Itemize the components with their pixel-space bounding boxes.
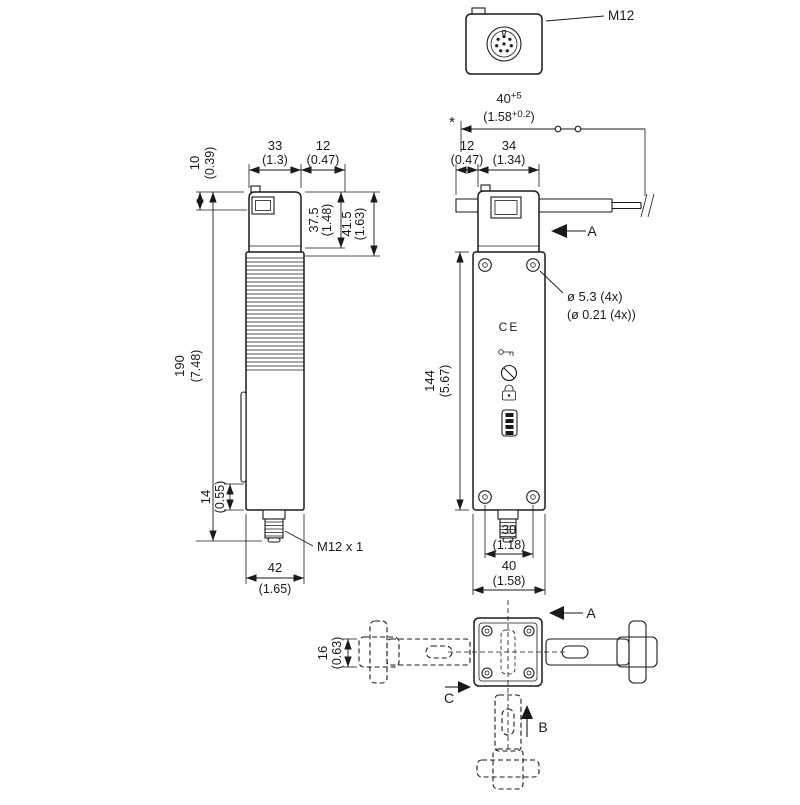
front-connector-thread-lines [500, 522, 516, 537]
front-head-window-inner [494, 200, 518, 215]
hole-note-mm: ø 5.3 (4x) [567, 289, 623, 304]
front-view: CE [422, 91, 655, 595]
actuator-right [545, 620, 658, 684]
side-head-window-inner [255, 200, 271, 211]
actuator-bottom [476, 694, 540, 790]
side-dimension-lines [196, 166, 378, 582]
dim-slot-offset-mm: 10 [187, 156, 202, 170]
m12-pins [495, 34, 513, 53]
dim-bottom-mm: 14 [198, 490, 213, 504]
m12-plug-face-inner [490, 30, 518, 58]
dim-depth-mm: 42 [268, 560, 282, 575]
dim-head-width-in: (1.3) [262, 153, 288, 167]
side-head-window [251, 196, 275, 215]
dim-head-width-mm: 33 [268, 138, 282, 153]
front-connector-tip [502, 537, 514, 543]
side-body-ribs [246, 257, 304, 367]
m12-leader-line [545, 15, 605, 22]
dim-slot-depth-mm: 12 [316, 138, 330, 153]
dim-front-head-width-mm: 34 [502, 138, 516, 153]
head-tab [250, 185, 261, 193]
footnote-asterisk: * [449, 114, 455, 131]
approach-b-label: B [538, 719, 547, 735]
padlock-icon [502, 384, 516, 401]
side-extension-lines [196, 164, 380, 584]
m12-label: M12 [608, 8, 634, 23]
side-view: 33 (1.3) 12 (0.47) 10 (0.39) 190 (7.48) … [172, 138, 380, 596]
side-connector-thread-lines [265, 521, 283, 537]
front-dimension-lines [456, 125, 645, 594]
dim-total-height-mm: 190 [172, 355, 187, 377]
dim-body-width-in: (1.58) [493, 574, 526, 588]
dim-total-height-in: (7.48) [189, 350, 203, 383]
dim-front-head-width-in: (1.34) [493, 153, 526, 167]
actuator-left [358, 620, 471, 684]
dim-actuator-in: (0.63) [330, 637, 344, 670]
dim-offset-mm: 12 [460, 138, 474, 153]
dim-head-height-in: (1.48) [320, 204, 334, 237]
top-view-screws [481, 625, 535, 679]
dim-head-total-in: (1.63) [353, 208, 367, 241]
front-extension-lines [455, 121, 646, 595]
approach-a-arrow [549, 606, 583, 620]
side-connector-tip [267, 537, 281, 543]
dim-slot-depth-in: (0.47) [307, 153, 340, 167]
top-view: A B C 16 (0.63) [315, 600, 658, 790]
hole-note-in: (ø 0.21 (4x)) [567, 308, 636, 322]
view-a-label: A [587, 223, 597, 239]
dim-depth-in: (1.65) [259, 582, 292, 596]
led-indicator [501, 409, 518, 437]
approach-b-arrow [521, 705, 533, 737]
approach-c-label: C [444, 690, 454, 706]
dim-hole-spacing-in: (1.18) [493, 538, 526, 552]
dim-hole-spacing-mm: 30 [502, 522, 516, 537]
dim-bottom-in: (0.55) [213, 481, 227, 514]
dim-body-height-mm: 144 [422, 370, 437, 392]
front-head-window [490, 196, 522, 219]
side-connector-neck [262, 509, 286, 520]
side-cover-strip [240, 391, 247, 483]
dim-travel-in: (1.58+0.2) [483, 109, 534, 124]
side-body [245, 251, 305, 511]
ce-mark: CE [499, 320, 520, 334]
dim-body-width-mm: 40 [502, 558, 516, 573]
dim-offset-in: (0.47) [451, 153, 484, 167]
mounting-screws [478, 258, 540, 504]
approach-a-label: A [586, 605, 596, 621]
dim-actuator-mm: 16 [315, 646, 330, 660]
m12-connector-detail: M12 [465, 7, 634, 75]
front-connector-neck [497, 509, 519, 520]
dim-slot-offset-in: (0.39) [203, 147, 217, 180]
dim-body-height-in: (5.67) [438, 365, 452, 398]
connector-thread-label: M12 x 1 [317, 539, 363, 554]
m12-keyway-notch [502, 30, 506, 35]
top-extension-lines [343, 638, 357, 668]
front-head-tab [480, 184, 491, 192]
dim-head-height-mm: 37.5 [306, 207, 321, 232]
view-a-arrow [551, 224, 586, 238]
actuator-rail [455, 193, 655, 218]
manual-release-screw [500, 364, 518, 382]
key-icon [498, 349, 514, 356]
dim-travel-mm: 40+5 [496, 91, 521, 107]
approach-c-arrow [445, 681, 471, 693]
dim-head-total-mm: 41.5 [339, 211, 354, 236]
